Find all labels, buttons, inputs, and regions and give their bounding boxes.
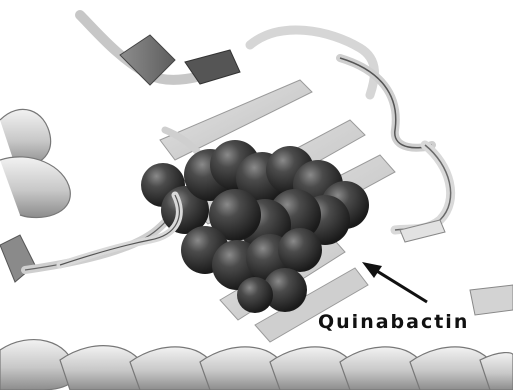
beta-strand (400, 220, 445, 242)
atom-sphere (237, 277, 273, 313)
right-fragments (400, 220, 513, 315)
arrow-shaft (372, 268, 427, 302)
helix-turn (0, 157, 70, 218)
atom-sphere (278, 228, 322, 272)
beta-strand-dark (0, 235, 35, 282)
arrow-icon (362, 262, 427, 302)
beta-strand (470, 285, 513, 315)
arrow-head (362, 262, 382, 278)
ligand-label: Quinabactin (318, 311, 469, 333)
bottom-helix (0, 340, 513, 390)
